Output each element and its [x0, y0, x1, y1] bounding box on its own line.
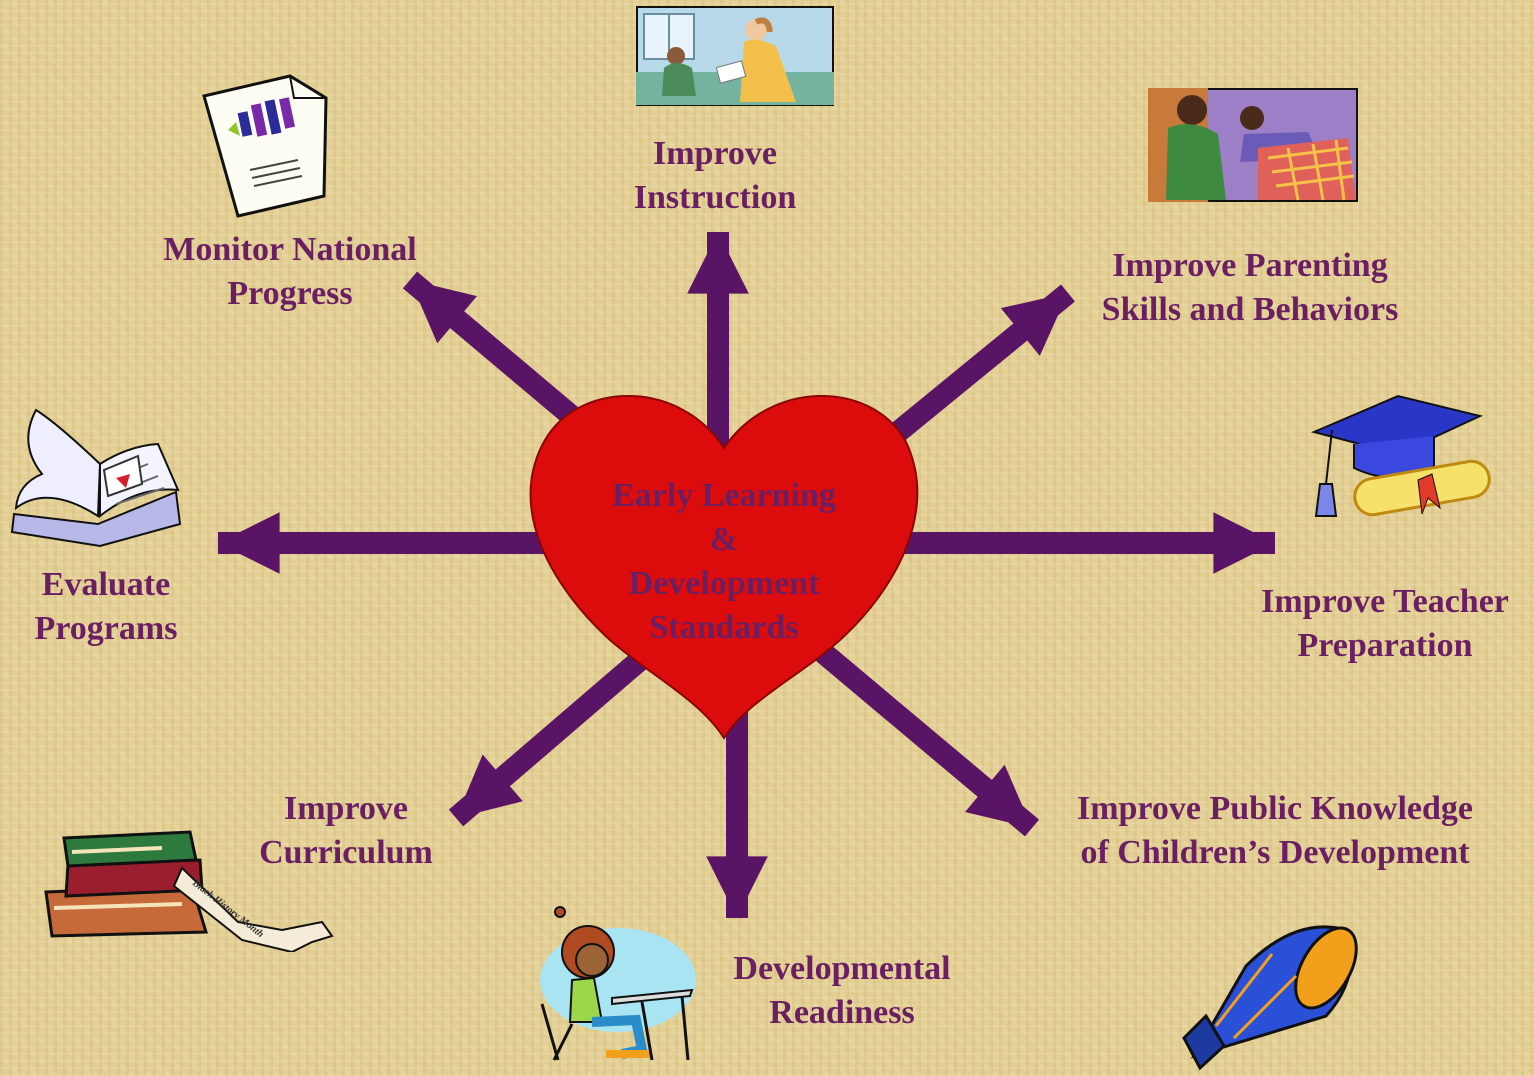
teacher-helping-child-icon — [636, 6, 834, 106]
megaphone-icon — [1182, 925, 1358, 1071]
label-line: Improve Public Knowledge — [1076, 790, 1474, 827]
label-line: Instruction — [633, 179, 797, 216]
label-line: Improve — [283, 790, 409, 827]
center-line-2: & — [709, 521, 739, 558]
label-line: Curriculum — [259, 834, 433, 871]
stack-of-books-icon: Black History Month — [44, 830, 334, 952]
label-line: Programs — [34, 610, 178, 647]
center-line-1: Early Learning — [612, 477, 836, 514]
heart-shape — [529, 395, 919, 740]
label-monitor-national-progress: Monitor National Progress — [140, 228, 440, 316]
graduation-cap-diploma-icon — [1310, 394, 1491, 517]
open-book-icon — [10, 408, 182, 548]
label-evaluate-programs: Evaluate Programs — [6, 563, 206, 651]
center-line-4: Standards — [649, 609, 799, 646]
label-line: Skills and Behaviors — [1101, 291, 1399, 328]
parent-reading-to-child-icon — [1148, 88, 1358, 202]
arrows — [218, 232, 1275, 918]
label-improve-parenting: Improve Parenting Skills and Behaviors — [1070, 244, 1430, 332]
label-improve-curriculum: Improve Curriculum — [236, 787, 456, 875]
label-developmental-readiness: Developmental Readiness — [712, 947, 972, 1035]
label-line: of Children’s Development — [1080, 834, 1470, 871]
label-line: Monitor National — [163, 231, 417, 268]
label-line: Evaluate — [41, 566, 171, 603]
bar-chart-report-icon — [202, 74, 328, 218]
center-title: Early Learning & Development Standards — [574, 474, 874, 650]
arrow-parenting — [863, 284, 1075, 464]
label-improve-teacher-preparation: Improve Teacher Preparation — [1240, 580, 1530, 668]
label-line: Developmental — [733, 950, 951, 987]
label-improve-instruction: Improve Instruction — [600, 132, 830, 220]
center-line-3: Development — [628, 565, 820, 602]
label-line: Readiness — [769, 994, 915, 1031]
label-line: Preparation — [1297, 627, 1473, 664]
label-line: Improve Parenting — [1112, 247, 1388, 284]
label-line: Improve Teacher — [1261, 583, 1509, 620]
label-line: Progress — [227, 275, 353, 312]
label-line: Improve — [652, 135, 778, 172]
arrow-public-knowledge — [812, 641, 1040, 837]
label-improve-public-knowledge: Improve Public Knowledge of Children’s D… — [1040, 787, 1510, 875]
arrow-curriculum — [448, 651, 648, 827]
child-at-desk-icon — [540, 906, 696, 1061]
